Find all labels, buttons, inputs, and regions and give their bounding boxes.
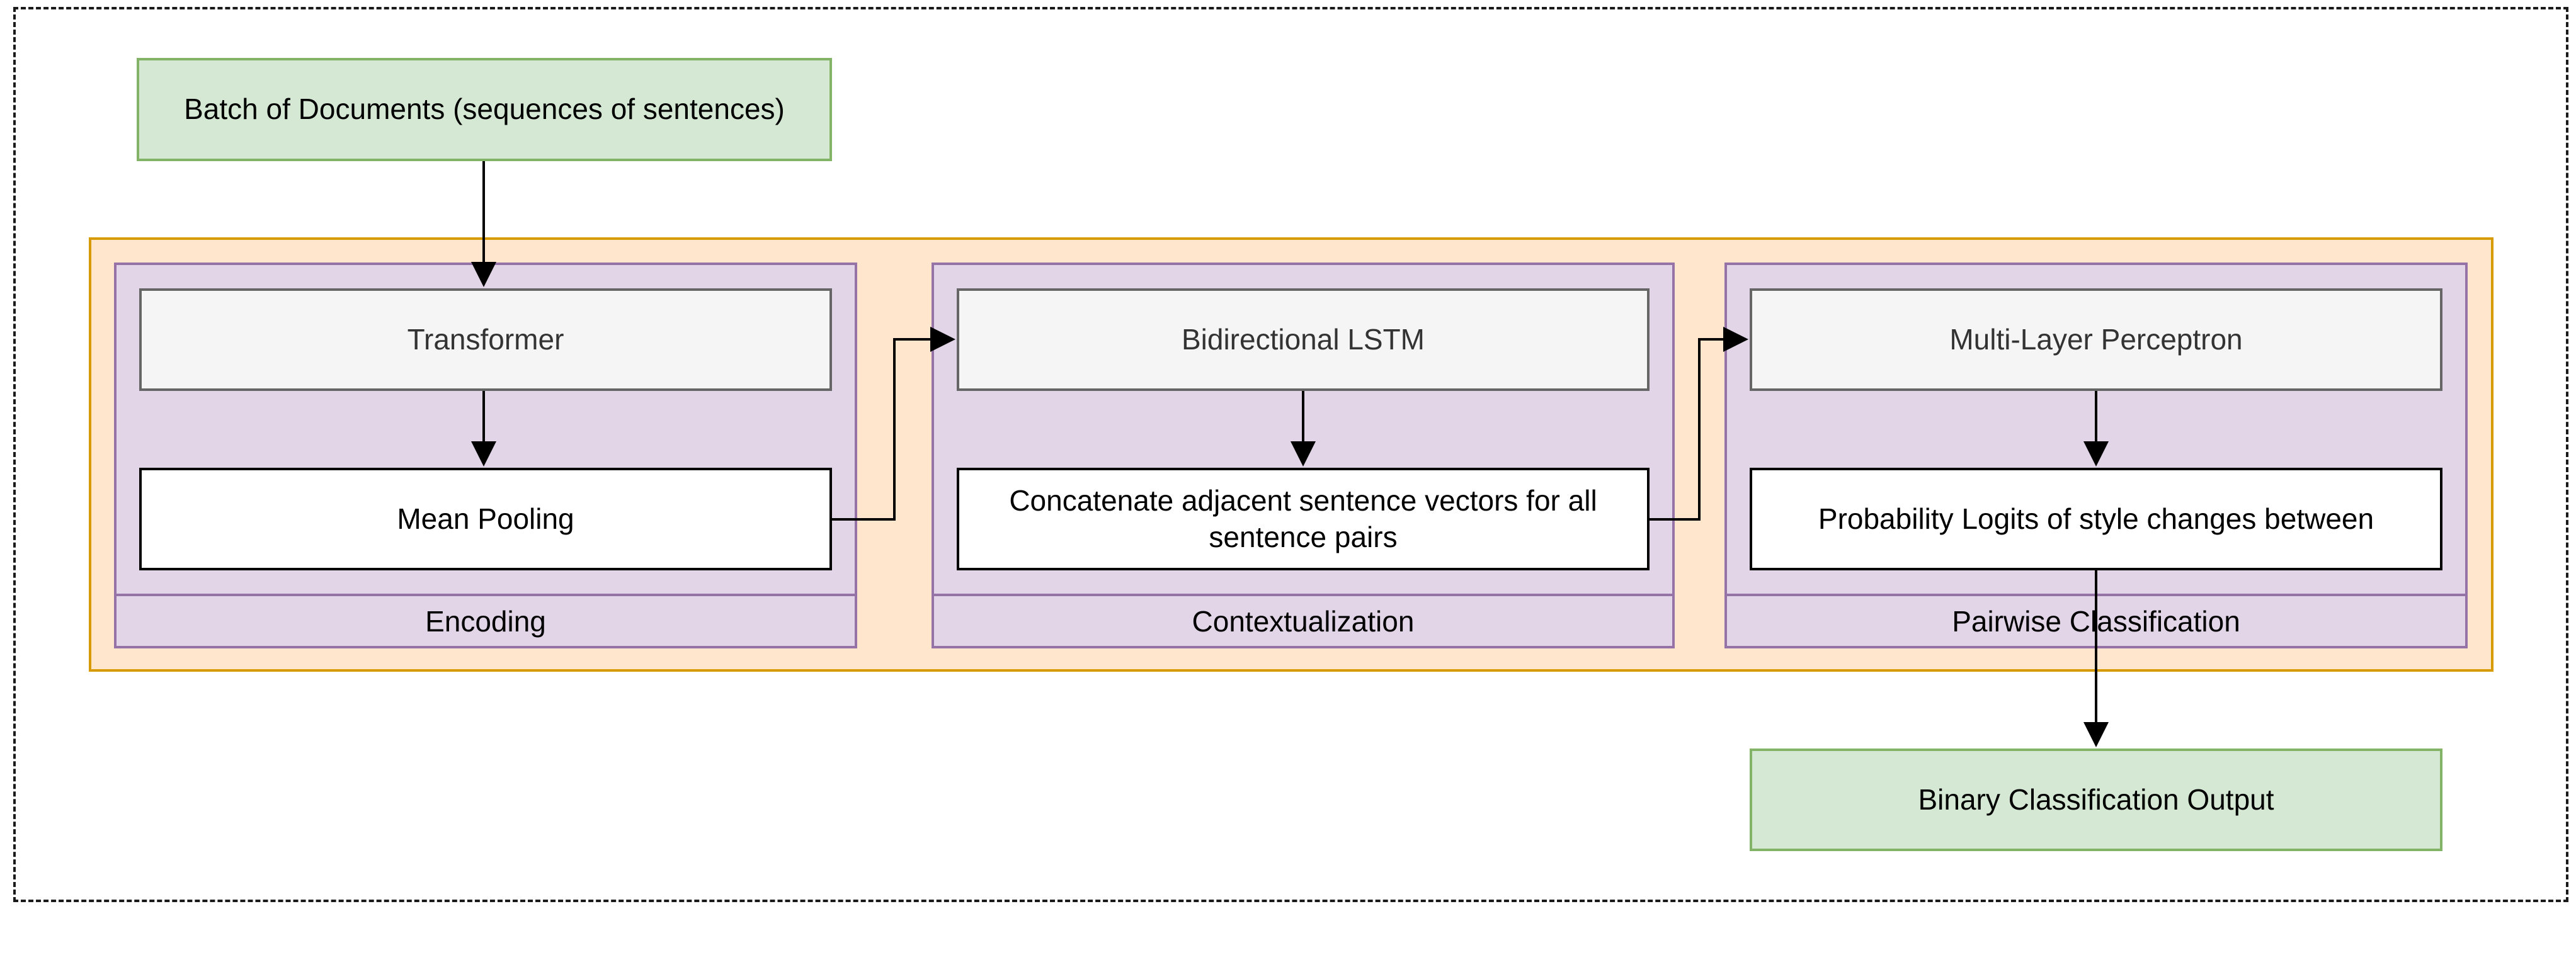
input-documents-label: Batch of Documents (sequences of sentenc… — [184, 93, 785, 126]
outer-boundary — [13, 7, 2568, 902]
transformer-label: Transformer — [407, 322, 564, 356]
probability-logits-label: Probability Logits of style changes betw… — [1818, 502, 2374, 535]
binary-output-label: Binary Classification Output — [1918, 783, 2274, 816]
bidirectional-lstm-label: Bidirectional LSTM — [1181, 322, 1425, 356]
mean-pooling-node: Mean Pooling — [139, 468, 832, 570]
stage-contextualization-label: Contextualization — [1192, 604, 1415, 638]
stage-pairwise-classification-label-bar: Pairwise Classification — [1724, 594, 2468, 648]
mlp-node: Multi-Layer Perceptron — [1750, 288, 2442, 391]
stage-contextualization-label-bar: Contextualization — [932, 594, 1675, 648]
mean-pooling-label: Mean Pooling — [397, 502, 574, 535]
stage-pairwise-classification-label: Pairwise Classification — [1952, 604, 2240, 638]
transformer-node: Transformer — [139, 288, 832, 391]
stage-encoding-label: Encoding — [425, 604, 546, 638]
binary-output-node: Binary Classification Output — [1750, 749, 2442, 851]
stage-encoding-label-bar: Encoding — [114, 594, 857, 648]
input-documents-node: Batch of Documents (sequences of sentenc… — [137, 58, 832, 161]
bidirectional-lstm-node: Bidirectional LSTM — [957, 288, 1650, 391]
concatenate-label: Concatenate adjacent sentence vectors fo… — [1009, 484, 1597, 553]
probability-logits-node: Probability Logits of style changes betw… — [1750, 468, 2442, 570]
concatenate-node: Concatenate adjacent sentence vectors fo… — [957, 468, 1650, 570]
mlp-label: Multi-Layer Perceptron — [1949, 322, 2243, 356]
